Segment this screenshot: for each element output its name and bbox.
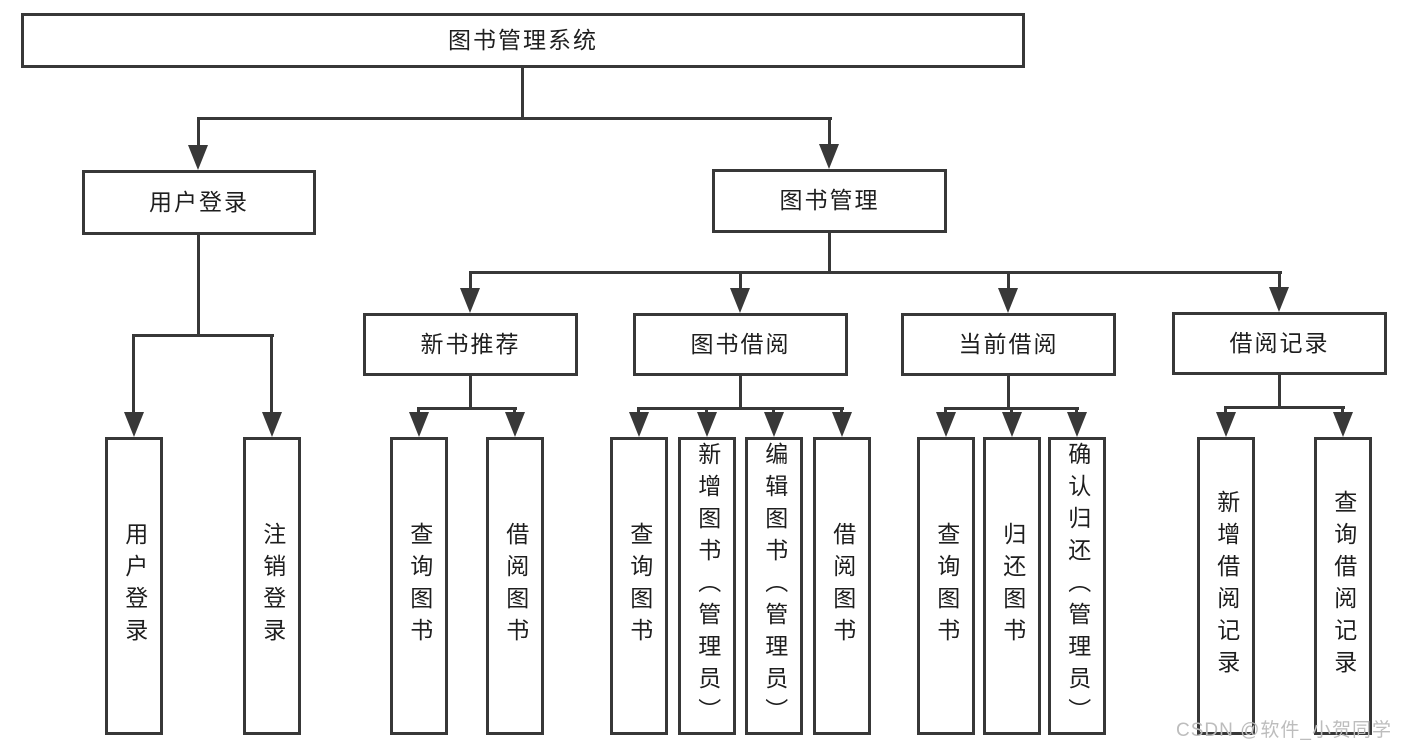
- arrowhead-down-icon: [1002, 412, 1022, 437]
- connector-line: [1278, 375, 1281, 409]
- leaf-logout: 注销登录: [243, 437, 301, 735]
- connector-line: [1224, 406, 1227, 417]
- connector-line: [197, 117, 200, 149]
- watermark: CSDN @软件_小贺同学: [1176, 720, 1392, 741]
- arrowhead-down-icon: [832, 412, 852, 437]
- leaf-add-borrow-record: 新增借阅记录: [1197, 437, 1255, 735]
- arrowhead-down-icon: [1216, 412, 1236, 437]
- leaf-edit-book-admin: 编辑图书（管理员）: [745, 437, 803, 735]
- arrowhead-down-icon: [262, 412, 282, 437]
- connector-line: [417, 407, 517, 410]
- arrowhead-down-icon: [730, 288, 750, 313]
- arrowhead-down-icon: [409, 412, 429, 437]
- connector-line: [637, 407, 844, 410]
- connector-line: [132, 334, 274, 337]
- leaf-query-books-current: 查询图书: [917, 437, 975, 735]
- connector-line: [270, 334, 273, 414]
- connector-line: [828, 233, 831, 274]
- connector-line: [1224, 406, 1345, 409]
- arrowhead-down-icon: [1333, 412, 1353, 437]
- connector-line: [521, 66, 524, 119]
- connector-line: [132, 334, 135, 414]
- arrowhead-down-icon: [460, 288, 480, 313]
- leaf-borrow-books-borrowing: 借阅图书: [813, 437, 871, 735]
- arrowhead-down-icon: [697, 412, 717, 437]
- arrowhead-down-icon: [936, 412, 956, 437]
- arrowhead-down-icon: [1067, 412, 1087, 437]
- connector-line: [1341, 406, 1344, 417]
- connector-line: [739, 376, 742, 410]
- arrowhead-down-icon: [1269, 287, 1289, 312]
- node-new-book-recommend: 新书推荐: [363, 313, 578, 376]
- leaf-return-book: 归还图书: [983, 437, 1041, 735]
- leaf-query-books-recommend: 查询图书: [390, 437, 448, 735]
- connector-line: [197, 235, 200, 337]
- node-book-borrowing: 图书借阅: [633, 313, 848, 376]
- connector-line: [469, 271, 1282, 274]
- leaf-confirm-return-admin: 确认归还（管理员）: [1048, 437, 1106, 735]
- connector-line: [469, 271, 472, 291]
- arrowhead-down-icon: [124, 412, 144, 437]
- node-book-management: 图书管理: [712, 169, 947, 233]
- connector-line: [739, 271, 742, 291]
- connector-line: [1007, 271, 1010, 291]
- node-borrow-records: 借阅记录: [1172, 312, 1387, 375]
- connector-line: [197, 117, 832, 120]
- node-root-library-system: 图书管理系统: [21, 13, 1025, 68]
- leaf-query-books-borrowing: 查询图书: [610, 437, 668, 735]
- arrowhead-down-icon: [998, 288, 1018, 313]
- leaf-user-login: 用户登录: [105, 437, 163, 735]
- arrowhead-down-icon: [819, 144, 839, 169]
- arrowhead-down-icon: [629, 412, 649, 437]
- connector-line: [1007, 376, 1010, 410]
- node-user-login: 用户登录: [82, 170, 316, 235]
- leaf-borrow-books-recommend: 借阅图书: [486, 437, 544, 735]
- node-current-borrowing: 当前借阅: [901, 313, 1116, 376]
- arrowhead-down-icon: [188, 145, 208, 170]
- connector-line: [828, 117, 831, 149]
- arrowhead-down-icon: [764, 412, 784, 437]
- connector-line: [1278, 271, 1281, 291]
- connector-line: [469, 376, 472, 410]
- leaf-add-book-admin: 新增图书（管理员）: [678, 437, 736, 735]
- leaf-query-borrow-record: 查询借阅记录: [1314, 437, 1372, 735]
- arrowhead-down-icon: [505, 412, 525, 437]
